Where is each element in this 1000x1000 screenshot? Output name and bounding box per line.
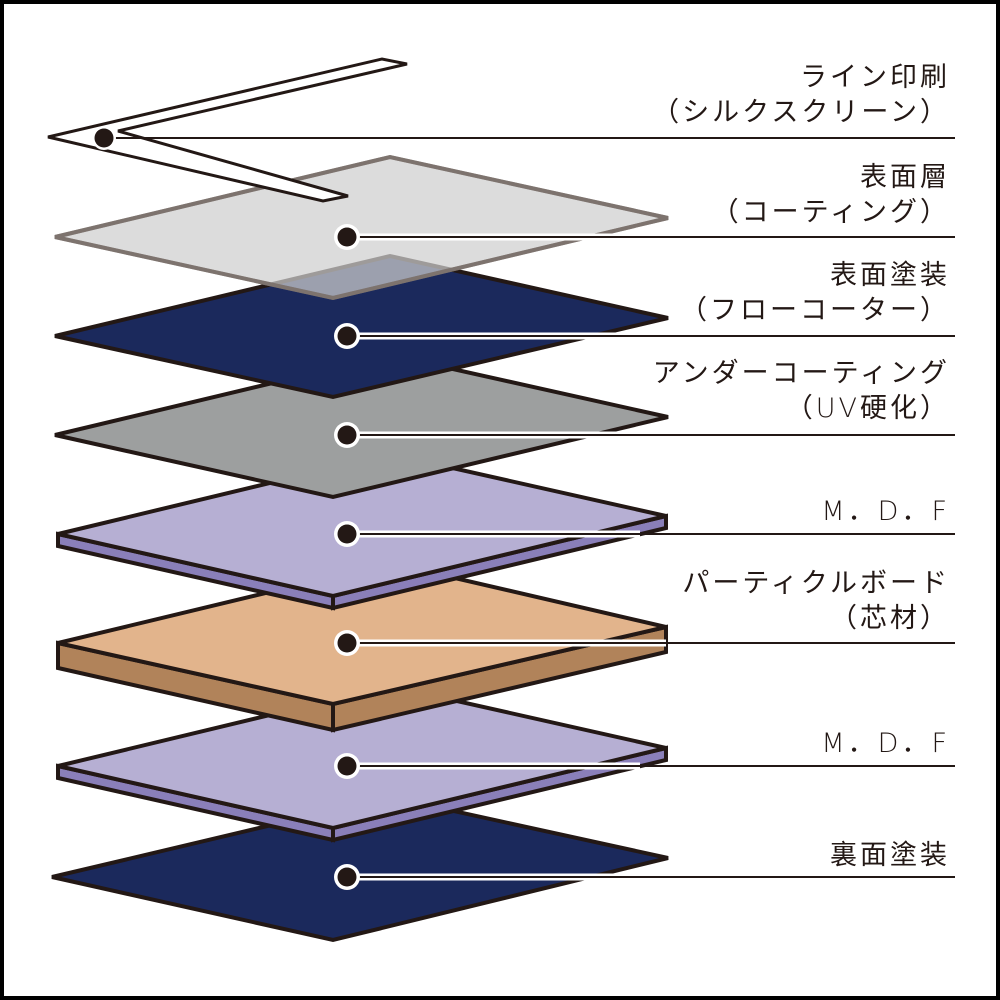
leader-mdf-bottom — [334, 753, 955, 779]
line-print-shape — [47, 57, 408, 203]
label-under-coating-title: アンダーコーティング — [652, 358, 950, 389]
leader-lines — [92, 126, 955, 890]
label-mdf-top: M．D．F — [821, 494, 950, 529]
label-under-coating-sub: （UV硬化） — [785, 393, 950, 424]
label-back-paint: 裏面塗装 — [830, 838, 950, 873]
label-surface-layer-sub: （コーティング） — [711, 197, 950, 228]
label-mdf-bottom-title: M．D．F — [821, 728, 950, 759]
mdf-top-layer — [56, 451, 668, 611]
label-surface-paint: 表面塗装 （フローコーター） — [680, 258, 950, 328]
label-particle-board-sub: （芯材） — [830, 603, 950, 634]
leader-surface-paint — [334, 323, 955, 349]
surface-layer — [54, 154, 669, 301]
label-surface-paint-sub: （フローコーター） — [680, 295, 950, 326]
leader-particle-board — [334, 630, 955, 656]
label-line-print-sub: （シルクスクリーン） — [652, 97, 950, 128]
label-line-print: ライン印刷 （シルクスクリーン） — [652, 60, 950, 130]
label-under-coating: アンダーコーティング （UV硬化） — [653, 356, 950, 426]
particle-board-layer — [56, 560, 668, 733]
label-back-paint-title: 裏面塗装 — [830, 840, 950, 871]
label-particle-board: パーティクルボード （芯材） — [682, 566, 950, 636]
label-line-print-title: ライン印刷 — [800, 62, 950, 93]
leader-under-coating — [334, 422, 955, 448]
label-surface-layer: 表面層 （コーティング） — [712, 160, 950, 230]
leader-mdf-top — [334, 521, 955, 547]
leader-surface-layer — [334, 224, 955, 250]
mdf-bottom-layer — [56, 683, 668, 843]
label-surface-paint-title: 表面塗装 — [830, 260, 950, 291]
label-mdf-top-title: M．D．F — [821, 496, 950, 527]
label-surface-layer-title: 表面層 — [860, 162, 950, 193]
label-particle-board-title: パーティクルボード — [682, 568, 950, 599]
leader-line-print — [92, 126, 955, 150]
leader-back-paint — [334, 864, 955, 890]
label-mdf-bottom: M．D．F — [821, 726, 950, 761]
